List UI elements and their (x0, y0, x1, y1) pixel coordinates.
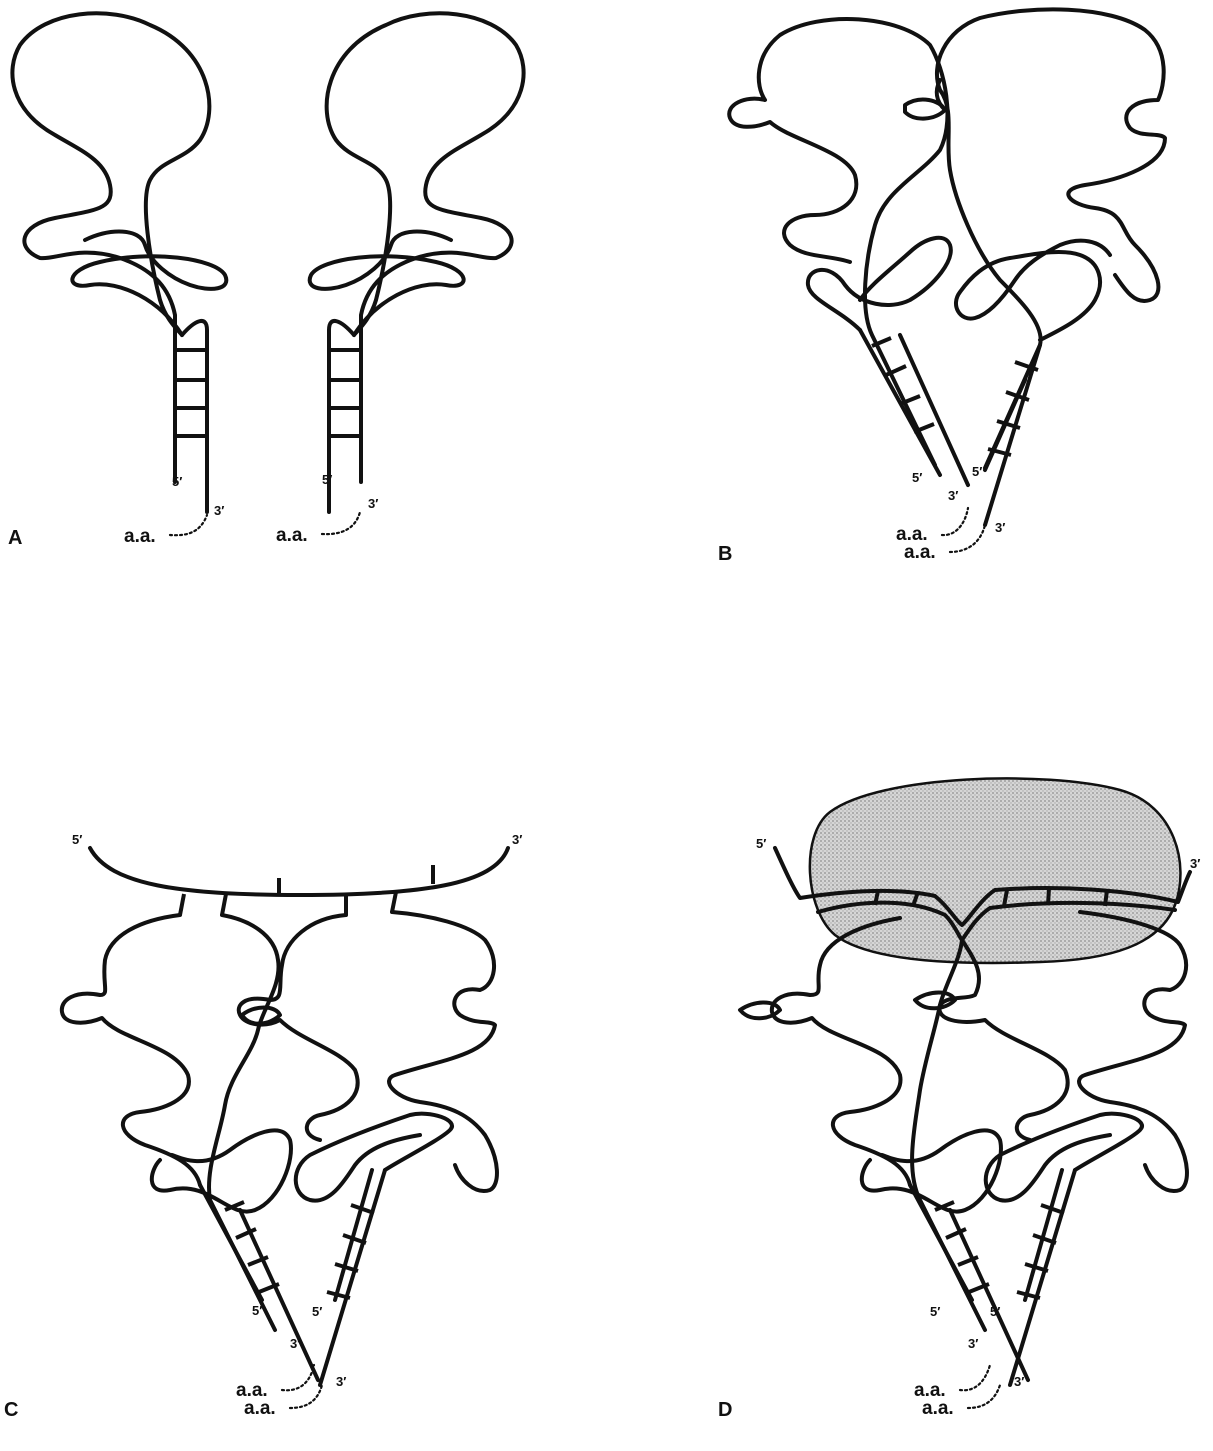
panel-d-right-3prime: 3′ (1014, 1374, 1024, 1389)
panel-c: 5′ 3′ (4, 832, 522, 1421)
panel-d-right-aa: a.a. (922, 1398, 954, 1419)
panel-b-right-aa: a.a. (904, 542, 936, 563)
panel-c-right-aa-link (290, 1385, 322, 1408)
panel-d-ribosome-subunit (810, 778, 1181, 963)
panel-d-right-5prime: 5′ (990, 1304, 1000, 1319)
panel-b-left-trna (729, 19, 968, 485)
panel-b-right-3prime: 3′ (995, 520, 1005, 535)
panel-d-left-aa-link (960, 1365, 990, 1390)
panel-b-left-3prime: 3′ (948, 488, 958, 503)
panel-b-right-aa-link (950, 525, 985, 552)
panel-b-right-5prime: 5′ (972, 464, 982, 479)
panel-a-left-aa: a.a. (124, 526, 156, 547)
panel-c-mrna-5prime: 5′ (72, 832, 82, 847)
panel-b-left-aa-link (942, 508, 968, 535)
panel-a-right-5prime: 5′ (322, 472, 332, 487)
panel-d-label: D (718, 1399, 732, 1421)
panel-c-mrna-3prime: 3′ (512, 832, 522, 847)
panel-a-right-aa: a.a. (276, 525, 308, 546)
panel-a-label: A (8, 527, 22, 549)
panel-c-left-5prime: 5′ (252, 1303, 262, 1318)
panel-a-left-stem-rungs (175, 350, 207, 436)
panel-d-mrna-5prime: 5′ (756, 836, 766, 851)
panel-a-left-trna-strand (12, 13, 209, 482)
panel-d-mrna-3prime: 3′ (1190, 856, 1200, 871)
panel-c-right-5prime: 5′ (312, 1304, 322, 1319)
panel-c-left-3prime: 3′ (290, 1336, 300, 1351)
panel-c-right-3prime: 3′ (336, 1374, 346, 1389)
panel-a-left-aa-link (170, 515, 207, 535)
panel-d: 5′ 3′ (718, 778, 1200, 1421)
panel-d-right-trna (740, 912, 1187, 1385)
panel-a-left-5prime: 5′ (172, 474, 182, 489)
panel-d-left-3prime: 3′ (968, 1336, 978, 1351)
panel-b-label: B (718, 543, 732, 565)
panel-c-left-aa-link (282, 1365, 314, 1390)
panel-a-right-3prime: 3′ (368, 496, 378, 511)
panel-c-label: C (4, 1399, 18, 1421)
panel-c-mrna (90, 848, 508, 915)
panel-d-left-5prime: 5′ (930, 1304, 940, 1319)
panel-a-right-trna (310, 13, 524, 512)
panel-a: 5′ 3′ a.a. 5′ 3′ a.a. A (8, 13, 524, 549)
panel-a-right-aa-link (322, 512, 360, 534)
panel-a-left-3prime: 3′ (214, 503, 224, 518)
panel-a-left-trna: 5′ 3′ a.a. (12, 13, 226, 547)
panel-b: 5′ 3′ 5′ 3′ a.a. a.a. B (718, 9, 1165, 565)
panel-b-left-5prime: 5′ (912, 470, 922, 485)
panel-c-right-aa: a.a. (244, 1398, 276, 1419)
